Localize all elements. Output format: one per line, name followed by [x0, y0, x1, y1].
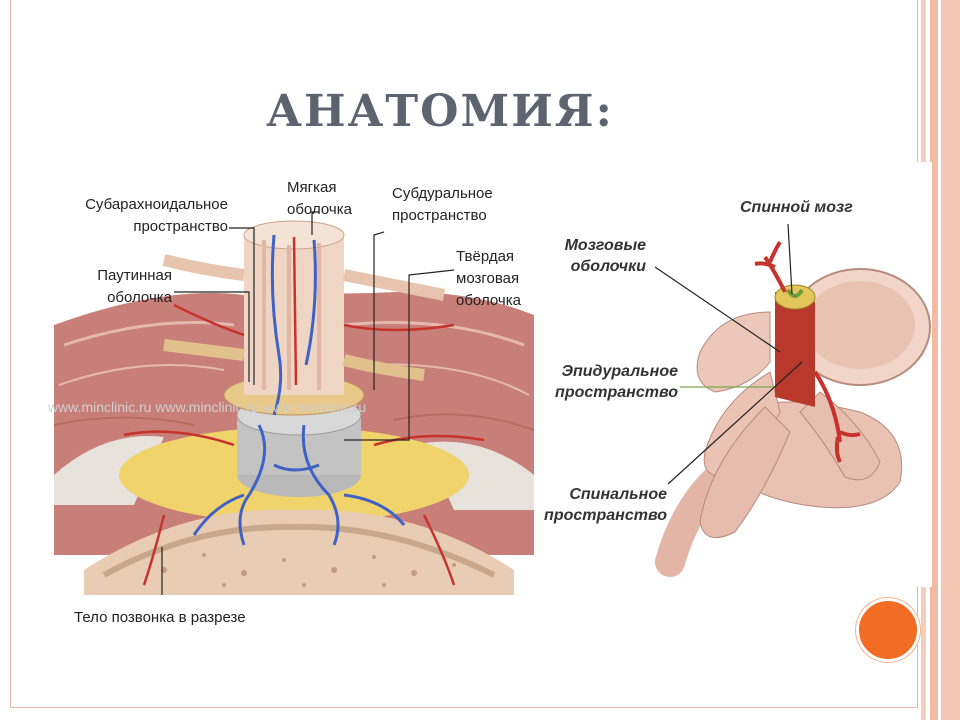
label-meninges-line1: Мозговые	[564, 237, 646, 254]
vertebra-drawing	[654, 223, 931, 577]
label-epidural-space-line2: пространство	[555, 384, 678, 401]
label-spinal-space-line2: пространство	[544, 507, 667, 524]
watermark: www.minclinic.ru www.minclinic.ru www.mi…	[48, 399, 367, 415]
vertebra-illustration: Спинной мозг Мозговые оболочки Эпидураль…	[540, 162, 932, 587]
slide-title: АНАТОМИЯ:	[266, 86, 614, 137]
label-subarachnoid-space-line2: пространство	[133, 218, 228, 235]
label-arachnoid-line2: оболочка	[107, 289, 172, 306]
caption-vertebral-body-section: Тело позвонка в разрезе	[74, 609, 246, 626]
label-dura-mater-line3: оболочка	[456, 292, 521, 309]
spinal-meninges-illustration: Субарахноидальное пространство Мягкая об…	[44, 175, 544, 595]
label-meninges-line2: оболочки	[570, 258, 646, 275]
label-subarachnoid-space-line1: Субарахноидальное	[85, 196, 228, 213]
label-epidural-space-line1: Эпидуральное	[561, 363, 679, 380]
meninges-drawing	[53, 211, 535, 595]
label-dura-mater-line2: мозговая	[456, 270, 520, 287]
label-subdural-space-line1: Субдуральное	[392, 185, 493, 202]
label-subdural-space-line2: пространство	[392, 207, 487, 224]
label-spinal-space-line1: Спинальное	[569, 486, 667, 503]
decor-stripe	[930, 0, 938, 720]
decor-stripe	[941, 0, 960, 720]
decorative-orange-circle	[856, 598, 920, 662]
label-spinal-cord: Спинной мозг	[740, 199, 853, 216]
label-pia-mater-line2: оболочка	[287, 201, 352, 218]
label-arachnoid-line1: Паутинная	[97, 267, 172, 284]
label-dura-mater-line1: Твёрдая	[456, 248, 515, 265]
label-pia-mater-line1: Мягкая	[287, 179, 337, 196]
